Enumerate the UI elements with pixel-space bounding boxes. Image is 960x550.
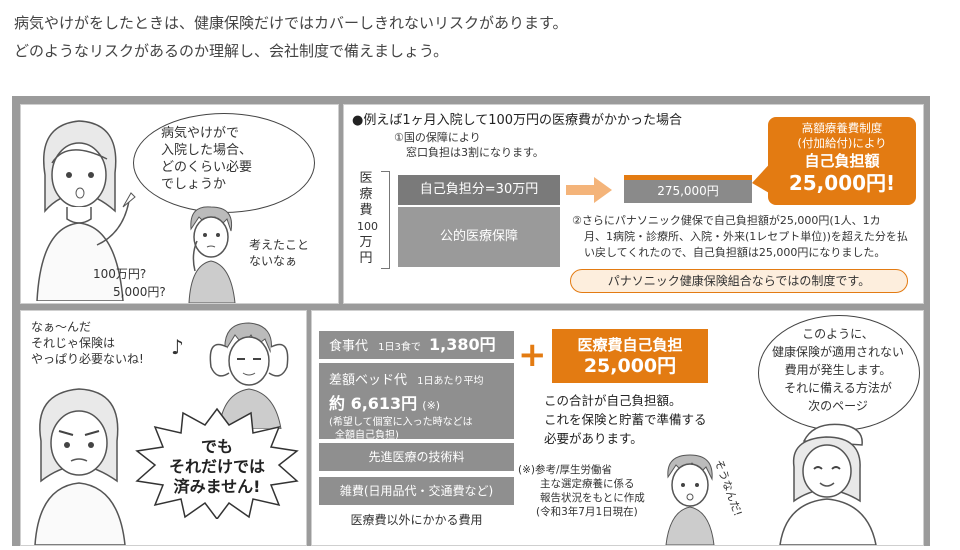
bubble-line: でしょうか (161, 177, 227, 192)
intro-line-2: どのようなリスクがあるのか理解し、会社制度で備えましょう。 (14, 42, 449, 60)
refund-bar-orange (624, 175, 752, 180)
non-medical-caption: 医療費以外にかかる費用 (350, 513, 483, 527)
food-value: 1,380円 (429, 335, 496, 354)
total-text: この合計が自己負担額。 これを保険と貯蓄で準備する 必要があります。 (544, 391, 707, 448)
panel-question: 病気やけがで 入院した場合、 どのくらい必要 でしょうか 考えたこと ないなぁ … (20, 104, 339, 304)
vertical-char: 円 (359, 251, 373, 266)
panasonic-pill: パナソニック健康保険組合ならではの制度です。 (570, 269, 908, 293)
reaction-line: それじゃ保険は (31, 336, 116, 350)
small-man-illustration (658, 453, 722, 545)
intro-line-1: 病気やけがをしたときは、健康保険だけではカバーしきれないリスクがあります。 (14, 14, 568, 32)
bubble-line: 入院した場合、 (161, 143, 253, 158)
note-2: ②さらにパナソニック健保で自己負担額が25,000円(1人、1カ 月、1病院・診… (572, 213, 918, 261)
man-thought-line: ないなぁ (249, 254, 298, 268)
music-note-icon: ♪ (171, 335, 184, 359)
bed-note-line: 全額自己負担) (335, 430, 399, 441)
reference-line: (※)参考/厚生労働省 (518, 464, 613, 476)
total-line: これを保険と貯蓄で準備する (544, 412, 707, 427)
panel-example: ●例えば1ヶ月入院して100万円の医療費がかかった場合 ①国の保障により 窓口負… (343, 104, 924, 304)
medical-title: 医療費自己負担 (577, 336, 683, 354)
food-label: 食事代 (329, 339, 369, 354)
misc-cost-box: 雑費(日用品代・交通費など) (319, 477, 514, 505)
medical-self-burden-box: 医療費自己負担 25,000円 (552, 329, 708, 383)
high-cost-callout: 高額療養費制度 (付加給付)により 自己負担額 25,000円! (768, 117, 916, 205)
vertical-char: 療 (359, 187, 373, 202)
bed-label: 差額ベッド代 (329, 373, 408, 388)
bed-note: (希望して個室に入った時などは 全額自己負担) (329, 416, 514, 442)
reference-line: 主な選定療養に係る (540, 478, 635, 490)
self-burden-label: 自己負担額 (804, 152, 880, 170)
arrow-right-icon (566, 177, 612, 207)
burst-line: 済みません! (173, 477, 261, 496)
man-thought-text: 考えたこと ないなぁ (249, 237, 309, 269)
food-cost-box: 食事代 1日3食で 1,380円 (319, 331, 514, 359)
vertical-char: 100 (357, 220, 378, 233)
note-2-line: い戻してくれたので、自己負担額は25,000円になりました。 (584, 246, 886, 259)
man-illustration (181, 205, 241, 303)
high-cost-line: 高額療養費制度 (801, 121, 883, 135)
self-pay-box: 自己負担分=30万円 (398, 175, 560, 205)
example-title: ●例えば1ヶ月入院して100万円の医療費がかかった場合 (352, 113, 683, 128)
bracket-line (381, 171, 390, 269)
panel-extra-costs: 食事代 1日3食で 1,380円 差額ベッド代 1日あたり平均 約 6,613円… (311, 310, 924, 546)
vertical-char: 万 (359, 235, 373, 250)
reference-line: (令和3年7月1日現在) (536, 506, 638, 518)
bubble-line: どのくらい必要 (161, 160, 253, 175)
bubble-line: 病気やけがで (161, 126, 240, 141)
plus-icon: + (518, 335, 547, 375)
reaction-line: やっぱり必要ないね! (31, 352, 144, 366)
explanation-bubble (758, 315, 920, 431)
reaction-text: なぁ〜んだ それじゃ保険は やっぱり必要ないね! (31, 319, 144, 367)
woman-illustration (27, 115, 137, 301)
medical-value: 25,000円 (583, 355, 677, 377)
explanation-line: 費用が発生します。 (784, 363, 892, 377)
bed-mark: (※) (422, 399, 441, 412)
panel-reaction: なぁ〜んだ それじゃ保険は やっぱり必要ないね! ♪ (20, 310, 307, 546)
vertical-char: 医 (359, 171, 373, 186)
note-2-line: ②さらにパナソニック健保で自己負担額が25,000円(1人、1カ (572, 214, 881, 227)
burst-line: それだけでは (168, 457, 265, 476)
bed-note-line: (希望して個室に入った時などは (329, 417, 473, 428)
vertical-char: 費 (359, 203, 373, 218)
explanation-text: このように、 健康保険が適用されない 費用が発生します。 それに備える方法が 次… (758, 325, 918, 415)
note-1-line: ①国の保障により (394, 131, 481, 144)
bed-sub: 1日あたり平均 (417, 376, 484, 387)
bed-value: 約 6,613円 (329, 394, 418, 413)
advanced-medical-box: 先進医療の技術料 (319, 443, 514, 471)
note-2-line: 月、1病院・診療所、入院・外来(1レセプト単位))を超えた分を払 (584, 230, 908, 243)
relaxed-man-illustration (197, 317, 297, 429)
food-sub: 1日3食で (378, 342, 421, 353)
burst-line: でも (200, 437, 233, 456)
man-thought-line: 考えたこと (249, 238, 310, 252)
question-bubble (133, 113, 315, 213)
vertical-label-medical-cost: 医 療 費 100 万 円 (357, 171, 378, 267)
question-bubble-text: 病気やけがで 入院した場合、 どのくらい必要 でしょうか (161, 125, 252, 193)
public-coverage-box: 公的医療保障 (398, 207, 560, 267)
reaction-line: なぁ〜んだ (31, 320, 92, 334)
guess-1: 100万円? (93, 267, 147, 281)
worried-woman-illustration (25, 381, 137, 545)
bed-cost-box: 差額ベッド代 1日あたり平均 約 6,613円 (※) (希望して個室に入った時… (319, 363, 514, 442)
note-1-line: 窓口負担は3割になります。 (406, 146, 544, 159)
explanation-line: それに備える方法が (784, 381, 892, 395)
burst-bubble (133, 407, 301, 523)
explanation-line: 次のページ (808, 399, 868, 413)
reference-line: 報告状況をもとに作成 (540, 492, 645, 504)
note-1: ①国の保障により 窓口負担は3割になります。 (394, 130, 544, 160)
burst-text: でも それだけでは 済みません! (161, 437, 273, 497)
explanation-line: 健康保険が適用されない (771, 345, 904, 359)
high-cost-line: (付加給付)により (797, 136, 887, 150)
total-line: この合計が自己負担額。 (544, 393, 682, 408)
reference-note: (※)参考/厚生労働省 主な選定療養に係る 報告状況をもとに作成 (令和3年7月… (518, 463, 645, 519)
amount-275000-box: 275,000円 (624, 180, 752, 203)
nurse-illustration (764, 421, 896, 545)
guess-2: 5,000円? (113, 285, 166, 299)
explanation-line: このように、 (802, 327, 874, 341)
self-burden-value: 25,000円! (788, 171, 896, 195)
total-line: 必要があります。 (544, 431, 643, 446)
